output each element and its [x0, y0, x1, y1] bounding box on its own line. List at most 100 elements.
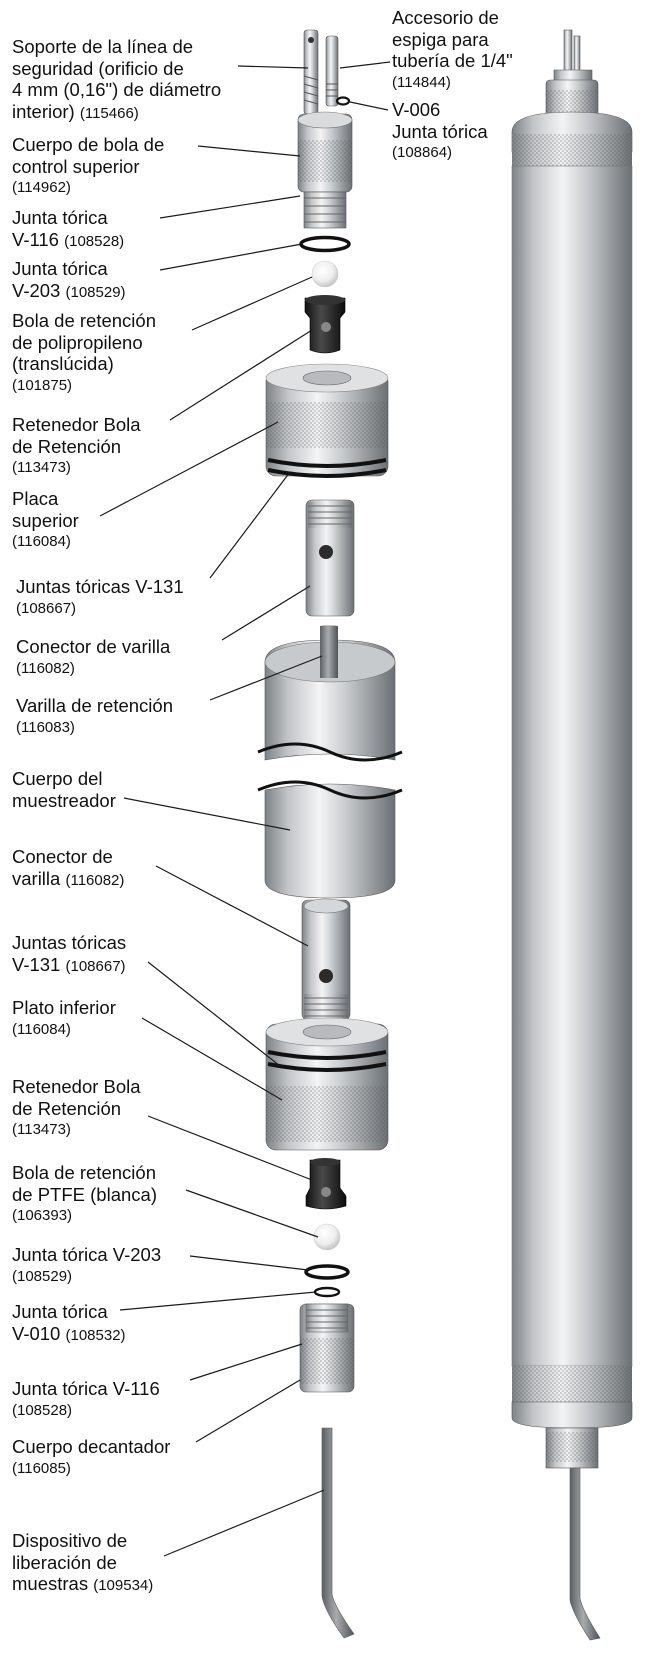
code-retenedor-top: (113473): [12, 459, 71, 476]
label-juntas-v131-bottom-1: Juntas tóricas: [12, 932, 127, 953]
label-bola-polipropileno-3: (translúcida): [12, 353, 114, 374]
label-juntas-v131-top-1: Juntas tóricas V-131: [16, 576, 184, 597]
code-placa-superior: (116084): [12, 533, 71, 550]
label-soporte-linea-1: Soporte de la línea de: [12, 36, 194, 57]
label-bola-ptfe-2: de PTFE (blanca): [12, 1183, 157, 1205]
leader-v131-bottom: [147, 961, 281, 1067]
label-cuerpo-muestreador-1: Cuerpo del: [12, 768, 103, 789]
label-juntas-v131-bottom: Juntas tóricas V-131 (108667): [12, 932, 126, 977]
leader-retenedor-bottom: [147, 1115, 313, 1181]
label-accesorio-espiga-3: tubería de 1/4": [392, 50, 513, 71]
rod-connector-bottom-top: [303, 898, 349, 914]
label-cuerpo-bola-superior: Cuerpo de bola de control superior (1149…: [12, 134, 164, 199]
code-juntas-v131-bottom: (108667): [65, 957, 126, 975]
code-retenedor-bottom: (113473): [12, 1121, 71, 1138]
label-retenedor-bottom: Retenedor Bola de Retención (113473): [12, 1076, 141, 1141]
leader-cuerpo-bola: [197, 145, 301, 157]
label-placa-superior-1: Placa: [12, 488, 59, 509]
black-retainer-bottom-face: [310, 1158, 340, 1166]
leader-conector-top: [221, 585, 311, 641]
label-conector-bottom-2: varilla: [12, 867, 61, 889]
label-soporte-linea: Soporte de la línea de seguridad (orific…: [12, 36, 221, 124]
assembled-sampler: [511, 29, 633, 1641]
v010-oring: [313, 1286, 341, 1298]
rod-connector-bottom-hole: [319, 969, 333, 983]
assembled-release-tube: [569, 1467, 601, 1641]
v131-oring-top-a: [267, 458, 387, 468]
label-cuerpo-decantador: Cuerpo decantador (116085): [12, 1436, 170, 1479]
label-cuerpo-bola-superior-1: Cuerpo de bola de: [12, 134, 165, 155]
code-junta-v203-top: (108529): [65, 283, 126, 301]
v006-oring: [335, 96, 351, 106]
drain-body-thread-lines: [306, 1309, 348, 1329]
label-soporte-linea-4: interior): [12, 100, 75, 122]
label-junta-v010-2: V-010: [12, 1322, 61, 1344]
code-juntas-v131-top: (108667): [16, 599, 77, 617]
leader-v203-bottom: [189, 1255, 309, 1271]
assembled-tube-body: [511, 165, 633, 1367]
leader-bola-poli: [191, 276, 313, 331]
code-junta-v116-bottom: (108528): [12, 1401, 73, 1419]
leader-soporte: [237, 65, 309, 69]
upper-body-thread-lines: [304, 197, 346, 223]
barb-fitting-ribs: [326, 83, 338, 97]
label-cuerpo-bola-superior-2: control superior: [12, 155, 140, 177]
label-cuerpo-muestreador: Cuerpo del muestreador: [12, 768, 116, 811]
leader-plato-inf: [141, 1017, 283, 1101]
label-dispositivo-liberacion-2: liberación de: [12, 1551, 117, 1573]
label-conector-bottom-1: Conector de: [12, 846, 113, 867]
upper-body-knurl: [298, 140, 352, 182]
label-junta-v010: Junta tórica V-010 (108532): [12, 1301, 126, 1346]
code-cuerpo-decantador: (116085): [12, 1459, 71, 1477]
label-conector-top-1: Conector de varilla: [16, 636, 171, 657]
drain-body-knurl: [300, 1338, 354, 1384]
label-junta-v203-top-1: Junta tórica: [12, 258, 108, 279]
safety-line-hole: [308, 37, 314, 43]
label-dispositivo-liberacion-1: Dispositivo de: [12, 1530, 128, 1551]
upper-body-thread: [303, 191, 347, 229]
release-device: [321, 1427, 355, 1639]
black-retainer-bottom-hole: [321, 1187, 331, 1197]
label-bola-ptfe-1: Bola de retención: [12, 1162, 156, 1183]
label-cuerpo-decantador-1: Cuerpo decantador: [12, 1436, 171, 1457]
leader-dispositivo: [163, 1489, 325, 1557]
assembled-bottom-knurl: [512, 1366, 632, 1402]
label-retenedor-top: Retenedor Bola de Retención (113473): [12, 414, 141, 479]
label-retenedor-bottom-2: de Retención: [12, 1097, 122, 1119]
label-varilla: Varilla de retención (116083): [16, 695, 173, 738]
label-bola-polipropileno-2: de polipropileno: [12, 331, 143, 353]
label-juntas-v131-top: Juntas tóricas V-131 (108667): [16, 576, 184, 619]
leader-conector-bottom: [155, 865, 309, 947]
label-juntas-v131-bottom-2: V-131: [12, 953, 61, 975]
label-accesorio-espiga-1: Accesorio de: [392, 7, 499, 28]
code-dispositivo-liberacion: (109534): [93, 1577, 154, 1594]
top-plate-bore: [302, 370, 352, 386]
leader-varilla: [209, 655, 323, 701]
label-varilla-1: Varilla de retención: [16, 695, 173, 716]
leader-placa-sup: [99, 421, 279, 517]
label-retenedor-bottom-1: Retenedor Bola: [12, 1076, 141, 1097]
black-retainer-bottom: [305, 1159, 347, 1210]
label-soporte-linea-3: 4 mm (0,16") de diámetro: [12, 79, 222, 100]
v116-oring-top: [299, 235, 351, 253]
assembled-tube-bottom: [511, 1401, 633, 1429]
code-plato-inferior: (116084): [12, 1020, 71, 1038]
body-break-upper: [257, 742, 403, 762]
retention-rod-visible: [320, 626, 338, 678]
code-cuerpo-bola-superior: (114962): [12, 179, 71, 196]
leader-bola-ptfe: [185, 1189, 319, 1238]
upper-body-top-face: [297, 111, 353, 129]
code-varilla: (116083): [16, 718, 75, 736]
leader-cuerpo-muestreador: [123, 797, 291, 831]
label-v006: V-006 Junta tórica (108864): [392, 99, 488, 164]
code-accesorio-espiga: (114844): [392, 73, 451, 91]
code-v006: (108864): [392, 144, 453, 161]
safety-line-thread: [303, 75, 319, 105]
leader-decantador: [195, 1379, 301, 1443]
label-bola-polipropileno-1: Bola de retención: [12, 310, 156, 331]
label-junta-v010-1: Junta tórica: [12, 1301, 108, 1322]
code-conector-top: (116082): [16, 659, 75, 677]
label-junta-v203-bottom-1: Junta tórica V-203: [12, 1244, 162, 1265]
label-accesorio-espiga-2: espiga para: [392, 28, 489, 50]
